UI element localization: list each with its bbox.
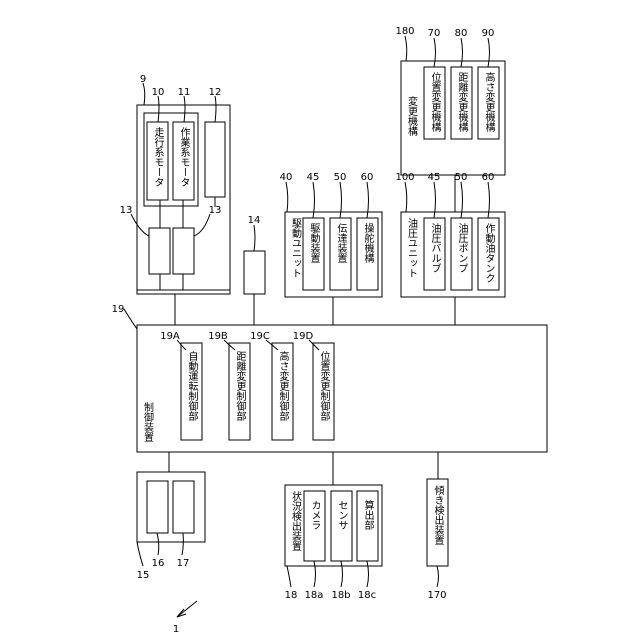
drive-unit-label: 駆動ユニット: [290, 218, 302, 278]
ref-90: 90: [482, 28, 495, 39]
position-change-mech-label: 位置変更機構: [429, 71, 441, 132]
ref-1: 1: [173, 624, 179, 635]
tilt-detector-170: 傾き検出装置: [427, 479, 448, 566]
ref-11: 11: [178, 87, 191, 98]
ref-19b: 19B: [208, 331, 228, 342]
ref-180: 180: [395, 26, 414, 37]
sensor-label: センサ: [336, 500, 348, 530]
hydraulic-valve-label: 油圧バルブ: [429, 222, 441, 273]
ref-15: 15: [137, 570, 150, 581]
situation-detector-label: 状況検出装置: [290, 490, 302, 551]
hydraulic-unit-label: 油圧ユニット: [406, 217, 418, 278]
distance-change-mech-label: 距離変更機構: [456, 72, 468, 132]
ref-45-drive: 45: [307, 172, 320, 183]
auto-drive-ctrl-label: 自動運転制御部: [186, 350, 198, 422]
ref-18b: 18b: [331, 590, 350, 601]
ref-9: 9: [140, 74, 146, 85]
ref-18a: 18a: [305, 590, 324, 601]
ref-50-drive: 50: [334, 172, 347, 183]
box-14: [244, 251, 265, 294]
change-mechanism-180: 変更機構 位置変更機構 距離変更機構 高さ変更機構: [401, 61, 505, 175]
ref-60-drive: 60: [361, 172, 374, 183]
camera-label: カメラ: [309, 500, 320, 530]
hydraulic-pump-label: 油圧ポンプ: [456, 222, 468, 273]
tilt-detector-label: 傾き検出装置: [432, 484, 444, 545]
ref-17: 17: [177, 558, 190, 569]
ref-14: 14: [248, 215, 261, 226]
hydraulic-unit-100: 油圧ユニット 油圧バルブ 油圧ポンプ 作動油タンク: [401, 212, 505, 297]
ref-13-left: 13: [120, 205, 133, 216]
work-motor-label: 作業系モータ: [178, 127, 190, 187]
ref-19c: 19C: [250, 331, 270, 342]
ref-18: 18: [285, 590, 298, 601]
situation-detector-18: 状況検出装置 カメラ センサ 算出部: [285, 485, 382, 566]
motor-group-9: 走行系モータ 作業系モータ: [137, 105, 230, 294]
ref-19: 19: [112, 304, 125, 315]
ref-19d: 19D: [293, 331, 314, 342]
drive-device-label: 駆動装置: [308, 223, 320, 263]
ref-16: 16: [152, 558, 165, 569]
travel-motor-label: 走行系モータ: [152, 127, 164, 187]
ref-12: 12: [209, 87, 222, 98]
ref-45-hydraulic: 45: [428, 172, 441, 183]
control-device-label: 制御装置: [142, 401, 154, 442]
hydraulic-tank-label: 作動油タンク: [483, 223, 495, 283]
ref-50-hydraulic: 50: [455, 172, 468, 183]
distance-change-ctrl-label: 距離変更制御部: [234, 351, 246, 422]
ref-70: 70: [428, 28, 441, 39]
change-mechanism-label: 変更機構: [406, 95, 418, 136]
group-15: [137, 472, 205, 542]
steering-label: 操舵機構: [362, 222, 374, 263]
position-change-ctrl-label: 位置変更制御部: [318, 350, 330, 422]
ref-100: 100: [395, 172, 414, 183]
ref-10: 10: [152, 87, 165, 98]
ref-40: 40: [280, 172, 293, 183]
height-change-ctrl-label: 高さ変更制御部: [277, 350, 289, 422]
ref-60-hydraulic: 60: [482, 172, 495, 183]
ref-170: 170: [427, 590, 446, 601]
ref-80: 80: [455, 28, 468, 39]
ref-13-right: 13: [209, 205, 222, 216]
calc-unit-label: 算出部: [362, 499, 374, 531]
ref-19a: 19A: [160, 331, 180, 342]
control-device-19: 制御装置 自動運転制御部 距離変更制御部 高さ変更制御部 位置変更制御部: [137, 325, 547, 452]
transmission-label: 伝達装置: [335, 223, 347, 263]
drive-unit-40: 駆動ユニット 駆動装置 伝達装置 操舵機構: [285, 212, 382, 297]
height-change-mech-label: 高さ変更機構: [483, 71, 495, 132]
ref-18c: 18c: [358, 590, 376, 601]
